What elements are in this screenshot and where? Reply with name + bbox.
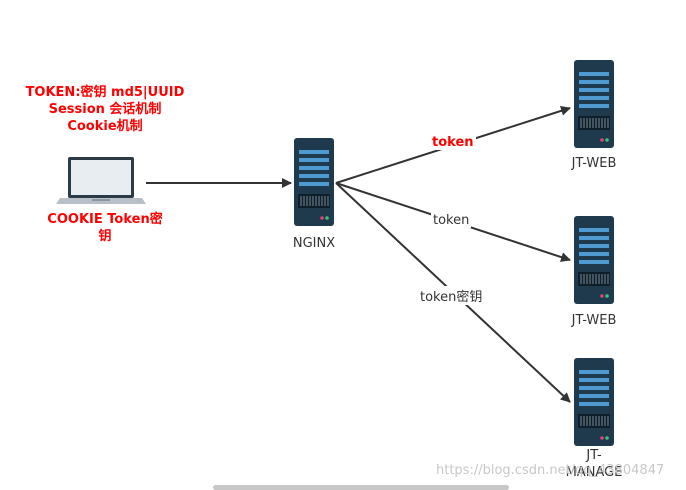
cookie-note-line: COOKIE Token密 <box>47 212 163 227</box>
manage-label: JT- MANAGE <box>554 447 634 481</box>
cookie-note-line: 钥 <box>98 229 112 244</box>
web2-label: JT-WEB <box>571 313 617 328</box>
server-icon-manage <box>573 357 615 447</box>
token-note-line: TOKEN:密钥 md5|UUID <box>25 85 185 100</box>
edge-label-web1: token <box>430 135 476 150</box>
horizontal-scrollbar[interactable] <box>213 485 509 490</box>
laptop-icon <box>56 157 146 204</box>
manage-label-line: MANAGE <box>565 465 623 480</box>
edge-label-manage: token密钥 <box>418 286 485 305</box>
edge-label-web2: token <box>431 213 472 228</box>
token-note-line: Cookie机制 <box>67 119 143 134</box>
web1-label: JT-WEB <box>571 156 617 171</box>
token-note-line: Session 会话机制 <box>48 102 162 117</box>
nginx-label: NGINX <box>292 236 336 251</box>
server-icon-nginx <box>293 137 335 227</box>
server-icon-web2 <box>573 215 615 305</box>
watermark: https://blog.csdn.net/qq_43804847 <box>436 463 665 478</box>
server-icon-web1 <box>573 59 615 149</box>
token-note: TOKEN:密钥 md5|UUID Session 会话机制 Cookie机制 <box>10 84 200 135</box>
cookie-note: COOKIE Token密 钥 <box>20 211 190 245</box>
manage-label-line: JT- <box>586 448 602 463</box>
